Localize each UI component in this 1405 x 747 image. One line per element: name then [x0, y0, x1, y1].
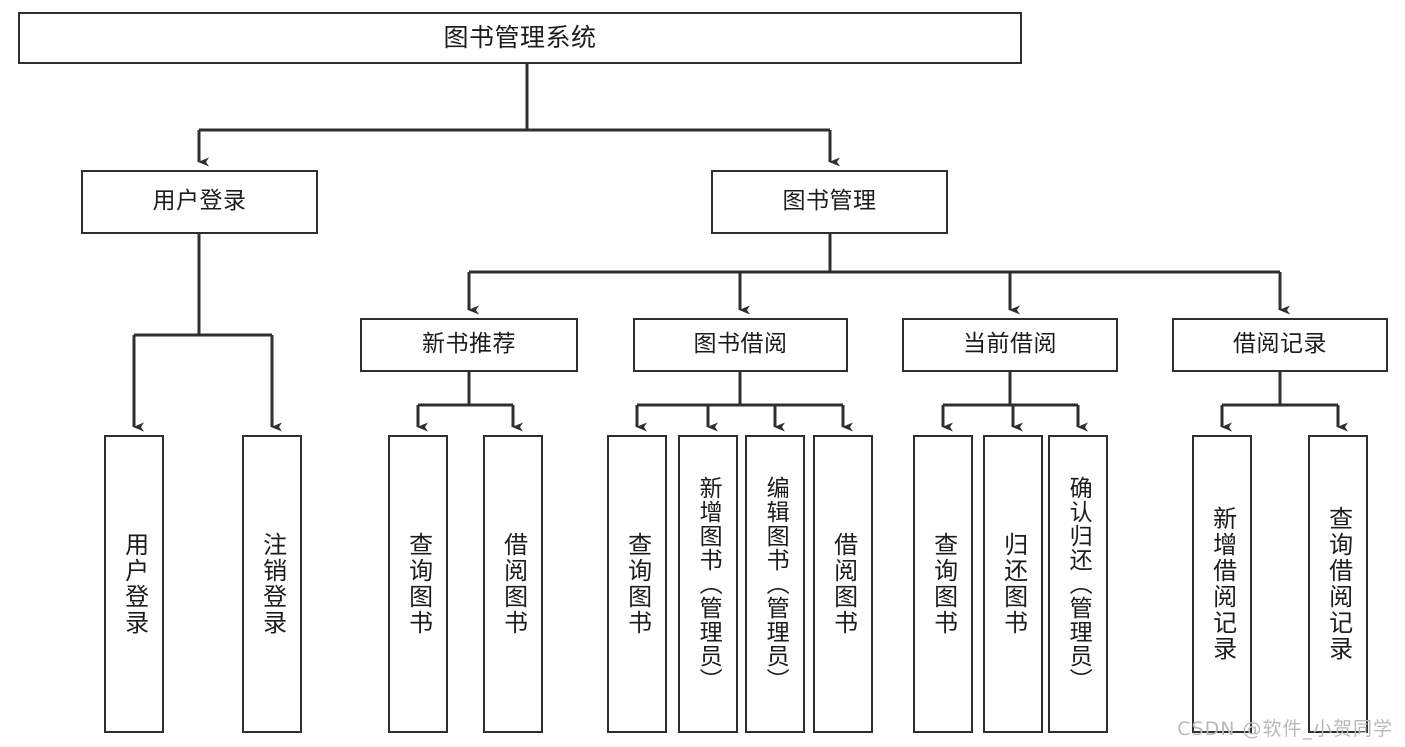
node-new-book-recommend[interactable]: 新书推荐 — [360, 318, 578, 372]
node-root-system[interactable]: 图书管理系统 — [18, 12, 1022, 64]
node-label: 借阅记录 — [1233, 331, 1327, 358]
leaf-current-borrow-query[interactable]: 查询图书 — [913, 435, 973, 733]
leaf-user-login-login[interactable]: 用户登录 — [104, 435, 164, 733]
node-label: 用户登录 — [120, 532, 149, 636]
node-user-login[interactable]: 用户登录 — [81, 170, 318, 234]
watermark: CSDN @软件_小贺同学 — [1177, 718, 1393, 740]
node-label: 借阅图书 — [499, 532, 528, 636]
leaf-current-borrow-confirm-return[interactable]: 确认归还（管理员） — [1048, 435, 1108, 733]
node-label: 编辑图书（管理员） — [762, 476, 789, 692]
node-label: 新增图书（管理员） — [695, 476, 722, 692]
node-label: 查询图书 — [929, 532, 958, 636]
leaf-user-login-logout[interactable]: 注销登录 — [242, 435, 302, 733]
node-label: 图书管理系统 — [443, 23, 597, 52]
node-label: 图书管理 — [782, 188, 877, 215]
node-borrow-record[interactable]: 借阅记录 — [1172, 318, 1388, 372]
node-book-management[interactable]: 图书管理 — [711, 170, 948, 234]
leaf-book-borrow-borrow[interactable]: 借阅图书 — [813, 435, 873, 733]
node-label: 借阅图书 — [829, 532, 858, 636]
node-label: 图书借阅 — [693, 331, 788, 358]
node-book-borrow[interactable]: 图书借阅 — [633, 318, 848, 372]
node-label: 查询图书 — [623, 532, 652, 636]
node-label: 注销登录 — [258, 532, 287, 636]
node-label: 归还图书 — [999, 532, 1028, 636]
node-current-borrow[interactable]: 当前借阅 — [902, 318, 1118, 372]
leaf-new-book-borrow[interactable]: 借阅图书 — [483, 435, 543, 733]
leaf-borrow-record-query[interactable]: 查询借阅记录 — [1308, 435, 1368, 733]
leaf-book-borrow-add[interactable]: 新增图书（管理员） — [678, 435, 738, 733]
leaf-new-book-query[interactable]: 查询图书 — [388, 435, 448, 733]
node-label: 确认归还（管理员） — [1065, 476, 1092, 692]
node-label: 新增借阅记录 — [1208, 506, 1237, 662]
leaf-book-borrow-edit[interactable]: 编辑图书（管理员） — [745, 435, 805, 733]
node-label: 查询图书 — [404, 532, 433, 636]
node-label: 当前借阅 — [963, 331, 1057, 358]
node-label: 用户登录 — [152, 188, 247, 215]
node-label: 查询借阅记录 — [1324, 506, 1353, 662]
node-label: 新书推荐 — [422, 331, 516, 358]
leaf-current-borrow-return[interactable]: 归还图书 — [983, 435, 1043, 733]
leaf-book-borrow-query[interactable]: 查询图书 — [607, 435, 667, 733]
leaf-borrow-record-add[interactable]: 新增借阅记录 — [1192, 435, 1252, 733]
